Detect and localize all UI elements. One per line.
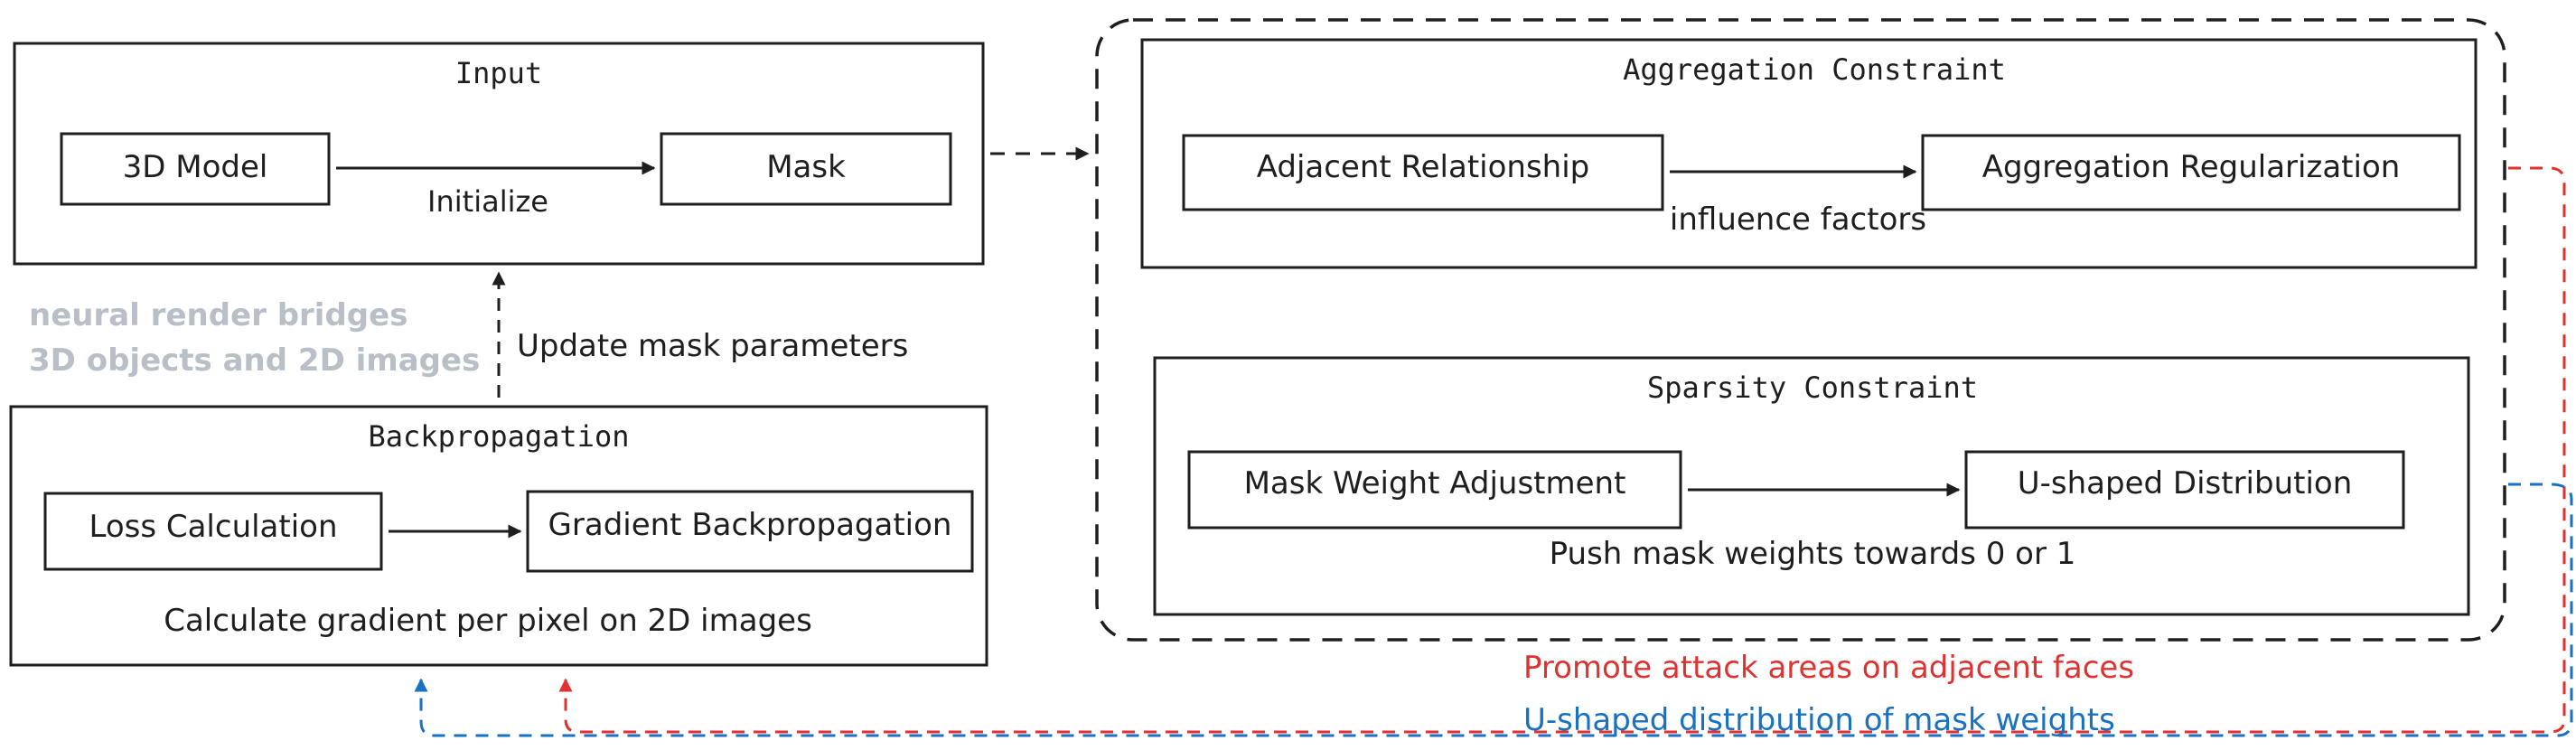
loss-label: Loss Calculation: [89, 509, 337, 545]
weight-label: Mask Weight Adjustment: [1244, 465, 1626, 502]
initialize-label: Initialize: [427, 184, 548, 219]
backprop-frame: [9, 405, 988, 667]
adjacent-label: Adjacent Relationship: [1257, 149, 1590, 185]
mask-box: [660, 132, 952, 206]
sparsity-title: Sparsity Constraint: [1647, 370, 1978, 405]
aggregation-title: Aggregation Constraint: [1623, 52, 2006, 87]
model-label: 3D Model: [123, 149, 268, 185]
adjacent-box: [1182, 134, 1664, 211]
gradient-label: Gradient Backpropagation: [548, 507, 952, 543]
backprop-title: Backpropagation: [369, 419, 630, 454]
weight-box: [1187, 450, 1682, 530]
sparsity-caption: Push mask weights towards 0 or 1: [1550, 536, 2076, 572]
influence-factors-label: influence factors: [1670, 202, 1926, 238]
red-feedback-arrow: [558, 166, 2566, 734]
regularization-label: Aggregation Regularization: [1982, 149, 2401, 185]
update-mask-label: Update mask parameters: [517, 328, 908, 364]
mask-label: Mask: [766, 149, 846, 185]
input-group: Input 3D Model Mask Initialize: [13, 42, 985, 266]
aggregation-group: Aggregation Constraint Adjacent Relation…: [1140, 38, 2478, 269]
loss-box: [43, 492, 383, 571]
model-box: [60, 132, 331, 206]
input-frame: [13, 42, 985, 266]
ushape-label: U-shaped Distribution: [2018, 465, 2353, 502]
ushape-box: [1964, 450, 2405, 530]
backprop-group: Backpropagation Loss Calculation Gradien…: [9, 405, 988, 667]
aggregation-frame: [1140, 38, 2478, 269]
input-title: Input: [455, 56, 542, 90]
blue-feedback-arrow: [414, 483, 2573, 737]
red-feedback-label: Promote attack areas on adjacent faces: [1523, 650, 2134, 686]
regularization-box: [1921, 134, 2461, 211]
sparsity-group: Sparsity Constraint Mask Weight Adjustme…: [1153, 356, 2470, 616]
constraints-frame: [1095, 18, 2506, 642]
side-note-line2: 3D objects and 2D images: [29, 342, 480, 379]
backprop-caption: Calculate gradient per pixel on 2D image…: [164, 603, 812, 639]
sparsity-frame: [1153, 356, 2470, 616]
side-note-line1: neural render bridges: [29, 297, 407, 333]
blue-feedback-label: U-shaped distribution of mask weights: [1523, 702, 2115, 738]
gradient-box: [526, 490, 974, 573]
